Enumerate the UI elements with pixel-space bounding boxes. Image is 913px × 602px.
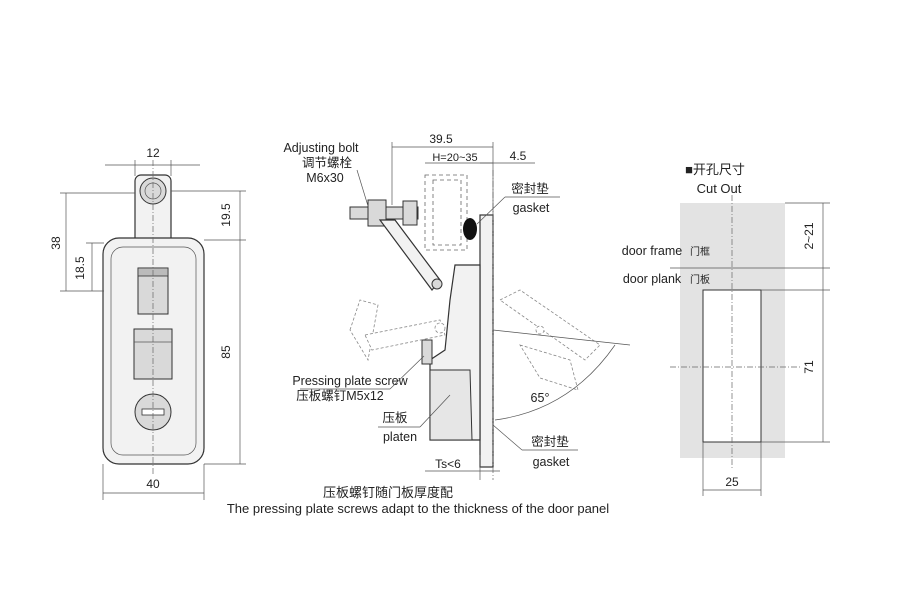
angle-label: 65° xyxy=(531,391,550,405)
side-view: 65° 39.5 H=20~35 4.5 Adjusting bolt 调节螺栓… xyxy=(283,132,631,480)
latch-arm xyxy=(378,219,441,291)
platen-label-cn: 压板 xyxy=(382,411,408,425)
door-frame-label-cn: 门框 xyxy=(690,245,710,258)
dim-cutout-top: 2~21 xyxy=(802,222,816,249)
adjusting-bolt-label-cn: 调节螺栓 xyxy=(302,155,353,170)
door-plank-label-cn: 门板 xyxy=(690,273,710,286)
adjusting-bolt-size: M6x30 xyxy=(306,171,344,185)
dim-h-range: H=20~35 xyxy=(432,152,477,164)
gasket-bottom-label-en: gasket xyxy=(533,455,570,469)
gasket-top-label-cn: 密封垫 xyxy=(511,181,549,196)
dim-upper-right: 19.5 xyxy=(219,203,233,227)
dim-cutout-width: 25 xyxy=(725,475,739,489)
open-position-left xyxy=(349,299,446,362)
caption-en: The pressing plate screws adapt to the t… xyxy=(227,501,609,516)
door-frame-area xyxy=(680,203,785,268)
pressing-screw-label-en: Pressing plate screw xyxy=(292,374,408,388)
dim-gap: 4.5 xyxy=(510,149,527,163)
dim-bottom-width: 40 xyxy=(146,477,160,491)
caption-cn: 压板螺钉随门板厚度配 xyxy=(323,485,453,500)
cutout-title-cn: ■开孔尺寸 xyxy=(685,162,745,177)
dim-cutout-height: 71 xyxy=(802,360,816,374)
gasket-bottom-label-cn: 密封垫 xyxy=(531,434,569,449)
dim-half-height: 18.5 xyxy=(73,256,87,280)
door-frame-label-en: door frame xyxy=(622,244,682,258)
gasket-top-label-en: gasket xyxy=(513,201,550,215)
pressing-screw-label-cn: 压板螺钉M5x12 xyxy=(296,389,384,403)
dim-top-width: 12 xyxy=(146,146,160,160)
cutout-view: ■开孔尺寸 Cut Out door frame 门框 door plank 门… xyxy=(622,162,830,496)
gasket-top-icon xyxy=(463,218,477,240)
door-frame-outline xyxy=(424,174,468,251)
dim-side-top: 39.5 xyxy=(429,132,453,146)
cutout-title-en: Cut Out xyxy=(697,181,742,196)
open-position-right xyxy=(499,289,601,391)
door-plate xyxy=(479,214,494,468)
ts-label: Ts<6 xyxy=(435,457,461,471)
dim-total-height: 38 xyxy=(49,236,63,250)
front-view: 12 38 18.5 19.5 85 40 xyxy=(49,146,246,500)
pressing-screw xyxy=(421,339,433,365)
door-plank-label-en: door plank xyxy=(623,272,682,286)
platen-label-en: platen xyxy=(383,430,417,444)
angle-arc xyxy=(494,344,616,421)
platen xyxy=(429,369,473,441)
adjusting-bolt-label-en: Adjusting bolt xyxy=(283,141,359,155)
dim-right-height: 85 xyxy=(219,345,233,359)
